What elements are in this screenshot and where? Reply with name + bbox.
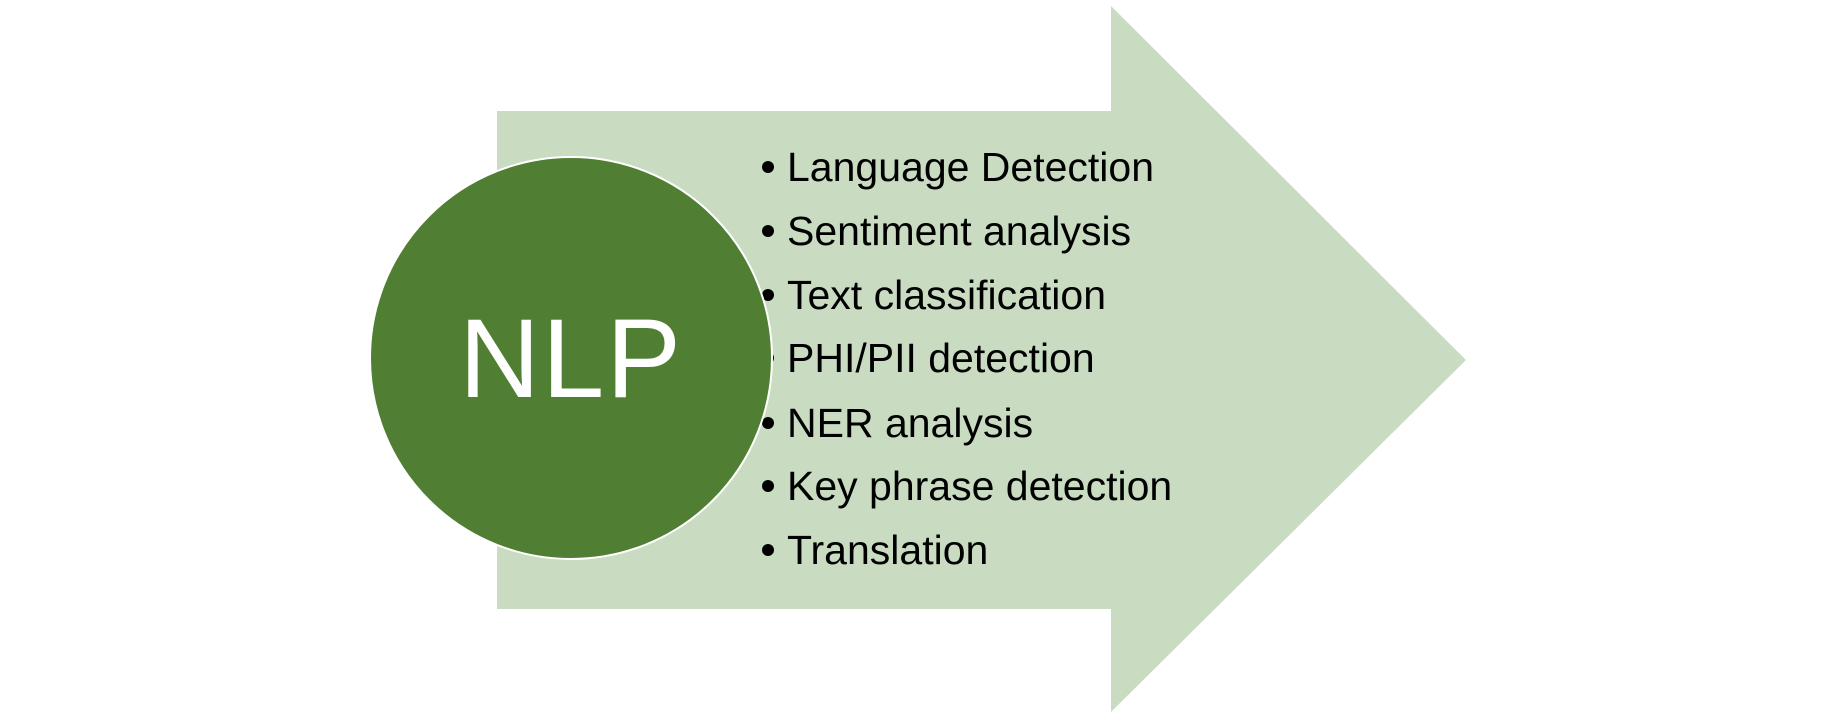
- bullet-icon: [762, 161, 774, 174]
- list-item: NER analysis: [762, 391, 1033, 455]
- list-item: Text classification: [762, 263, 1106, 327]
- list-item: Key phrase detection: [762, 454, 1172, 518]
- list-item: Language Detection: [762, 135, 1154, 199]
- bullet-icon: [762, 417, 774, 430]
- bullet-icon: [762, 225, 774, 238]
- bullet-icon: [762, 480, 774, 493]
- nlp-label: NLP: [459, 295, 683, 421]
- item-label: Translation: [787, 527, 989, 573]
- item-label: Key phrase detection: [787, 463, 1173, 509]
- bullet-icon: [762, 289, 774, 302]
- list-item: PHI/PII detection: [762, 326, 1095, 390]
- item-label: NER analysis: [787, 400, 1034, 446]
- item-label: Language Detection: [787, 144, 1155, 190]
- item-label: Text classification: [787, 272, 1107, 318]
- list-item: Sentiment analysis: [762, 199, 1131, 263]
- arrow-body: [497, 6, 1466, 712]
- bullet-icon: [762, 544, 774, 557]
- item-label: Sentiment analysis: [787, 208, 1132, 254]
- item-label: PHI/PII detection: [787, 335, 1095, 381]
- list-item: Translation: [762, 518, 988, 582]
- nlp-circle: NLP: [369, 156, 773, 560]
